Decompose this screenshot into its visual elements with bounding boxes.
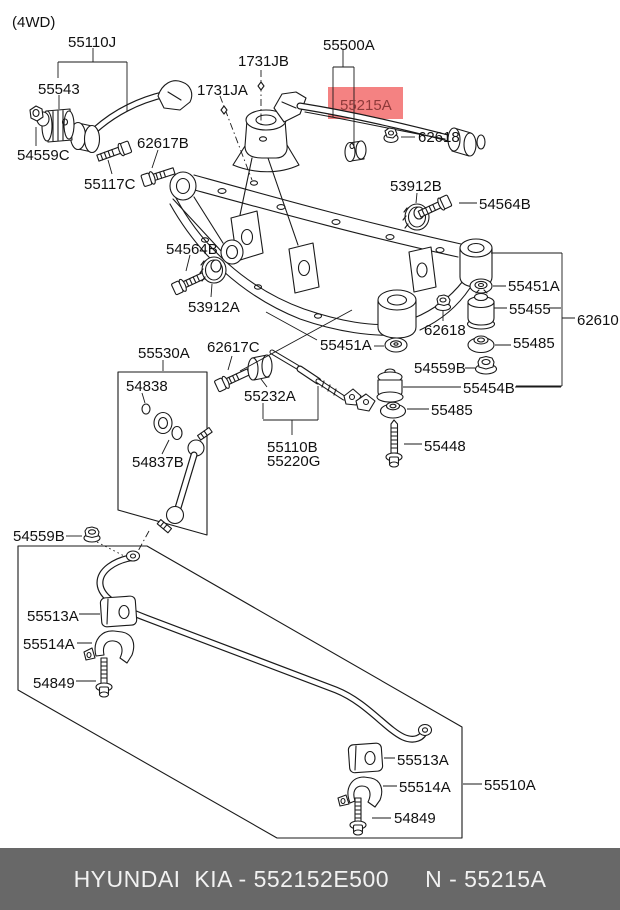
- label-55232A: 55232A: [244, 388, 296, 405]
- bushing-55454B-target: [376, 368, 404, 403]
- bolt-62617B: [140, 167, 176, 187]
- label-55215A-highlighted: 55215A: [340, 97, 392, 114]
- label-55451A-left: 55451A: [320, 337, 372, 354]
- label-55500A: 55500A: [323, 37, 375, 54]
- footer-catalog-number: HYUNDAI KIA - 552152E500: [73, 865, 390, 892]
- label-55485-mid: 55485: [431, 402, 473, 419]
- label-55514A-left: 55514A: [23, 636, 75, 653]
- stabilizer-bar-55510A: [17, 545, 463, 839]
- label-55448: 55448: [424, 438, 466, 455]
- label-62617C: 62617C: [207, 339, 260, 356]
- stabilizer-link-box-55530A: [117, 371, 213, 554]
- label-62617B: 62617B: [137, 135, 189, 152]
- label-54559B-right: 54559B: [414, 360, 466, 377]
- label-55543: 55543: [38, 81, 80, 98]
- rod-assembly-55110B: [214, 349, 376, 412]
- trailing-arm-55110J: [29, 80, 193, 162]
- label-54838: 54838: [126, 378, 168, 395]
- label-53912B: 53912B: [390, 178, 442, 195]
- bolt-55448: [385, 419, 403, 468]
- label-55485-right: 55485: [513, 335, 555, 352]
- nut-54559B-left: [83, 526, 131, 560]
- footer-part-number: N - 55215A: [425, 865, 547, 892]
- label-54837B: 54837B: [132, 454, 184, 471]
- label-1731JB: 1731JB: [238, 53, 289, 70]
- clamp-55513A-left: [99, 595, 138, 628]
- bracket-55514A-left: [83, 630, 135, 664]
- bolt-54849-right: [349, 797, 367, 836]
- lateral-arm-55215A: [273, 91, 486, 163]
- label-55510A: 55510A: [484, 777, 536, 794]
- label-55451A-right: 55451A: [508, 278, 560, 295]
- label-54559C: 54559C: [17, 147, 70, 164]
- nut-54559B-right: [474, 355, 498, 375]
- label-55513A-right: 55513A: [397, 752, 449, 769]
- label-53912A: 53912A: [188, 299, 240, 316]
- label-54564B-left: 54564B: [166, 241, 218, 258]
- label-62618-top: 62618: [418, 129, 460, 146]
- label-62618-mid: 62618: [424, 322, 466, 339]
- label-55454B: 55454B: [463, 380, 515, 397]
- label-55110B: 55110B: [267, 439, 318, 456]
- bolt-54564B-right: [417, 194, 453, 218]
- label-55513A-left: 55513A: [27, 608, 79, 625]
- washer-55485-mid: [379, 401, 407, 419]
- bracket-55514A-right: [337, 776, 383, 808]
- label-55455: 55455: [509, 301, 551, 318]
- label-62610: 62610: [577, 312, 619, 329]
- clamp-55513A-right: [347, 742, 384, 774]
- part-labels: (4WD) 55110J 55543 54559C 62617B 55117C …: [12, 14, 619, 827]
- label-54564B-right: 54564B: [479, 196, 531, 213]
- corner-note: (4WD): [12, 14, 55, 31]
- label-55220G: 55220G: [267, 453, 320, 470]
- label-55514A-right: 55514A: [399, 779, 451, 796]
- label-1731JA: 1731JA: [197, 82, 248, 99]
- label-54559B-left: 54559B: [13, 528, 65, 545]
- footer-bar: HYUNDAI KIA - 552152E500 N - 55215A: [0, 848, 620, 910]
- label-54849-left: 54849: [33, 675, 75, 692]
- nut-62618-mid: [434, 294, 452, 312]
- washer-55451A-right: [469, 278, 493, 294]
- washer-55451A-left: [384, 337, 408, 353]
- washer-55485-right: [467, 335, 495, 354]
- label-55530A: 55530A: [138, 345, 190, 362]
- leader-lines: [35, 48, 575, 819]
- bolt-54564B-left: [171, 271, 208, 296]
- label-55117C: 55117C: [84, 176, 136, 193]
- bushing-53912A: [199, 256, 227, 284]
- bushing-55455: [466, 289, 496, 330]
- label-55110J: 55110J: [68, 34, 116, 51]
- label-54849-right: 54849: [394, 810, 436, 827]
- bolt-54849-left: [95, 657, 113, 698]
